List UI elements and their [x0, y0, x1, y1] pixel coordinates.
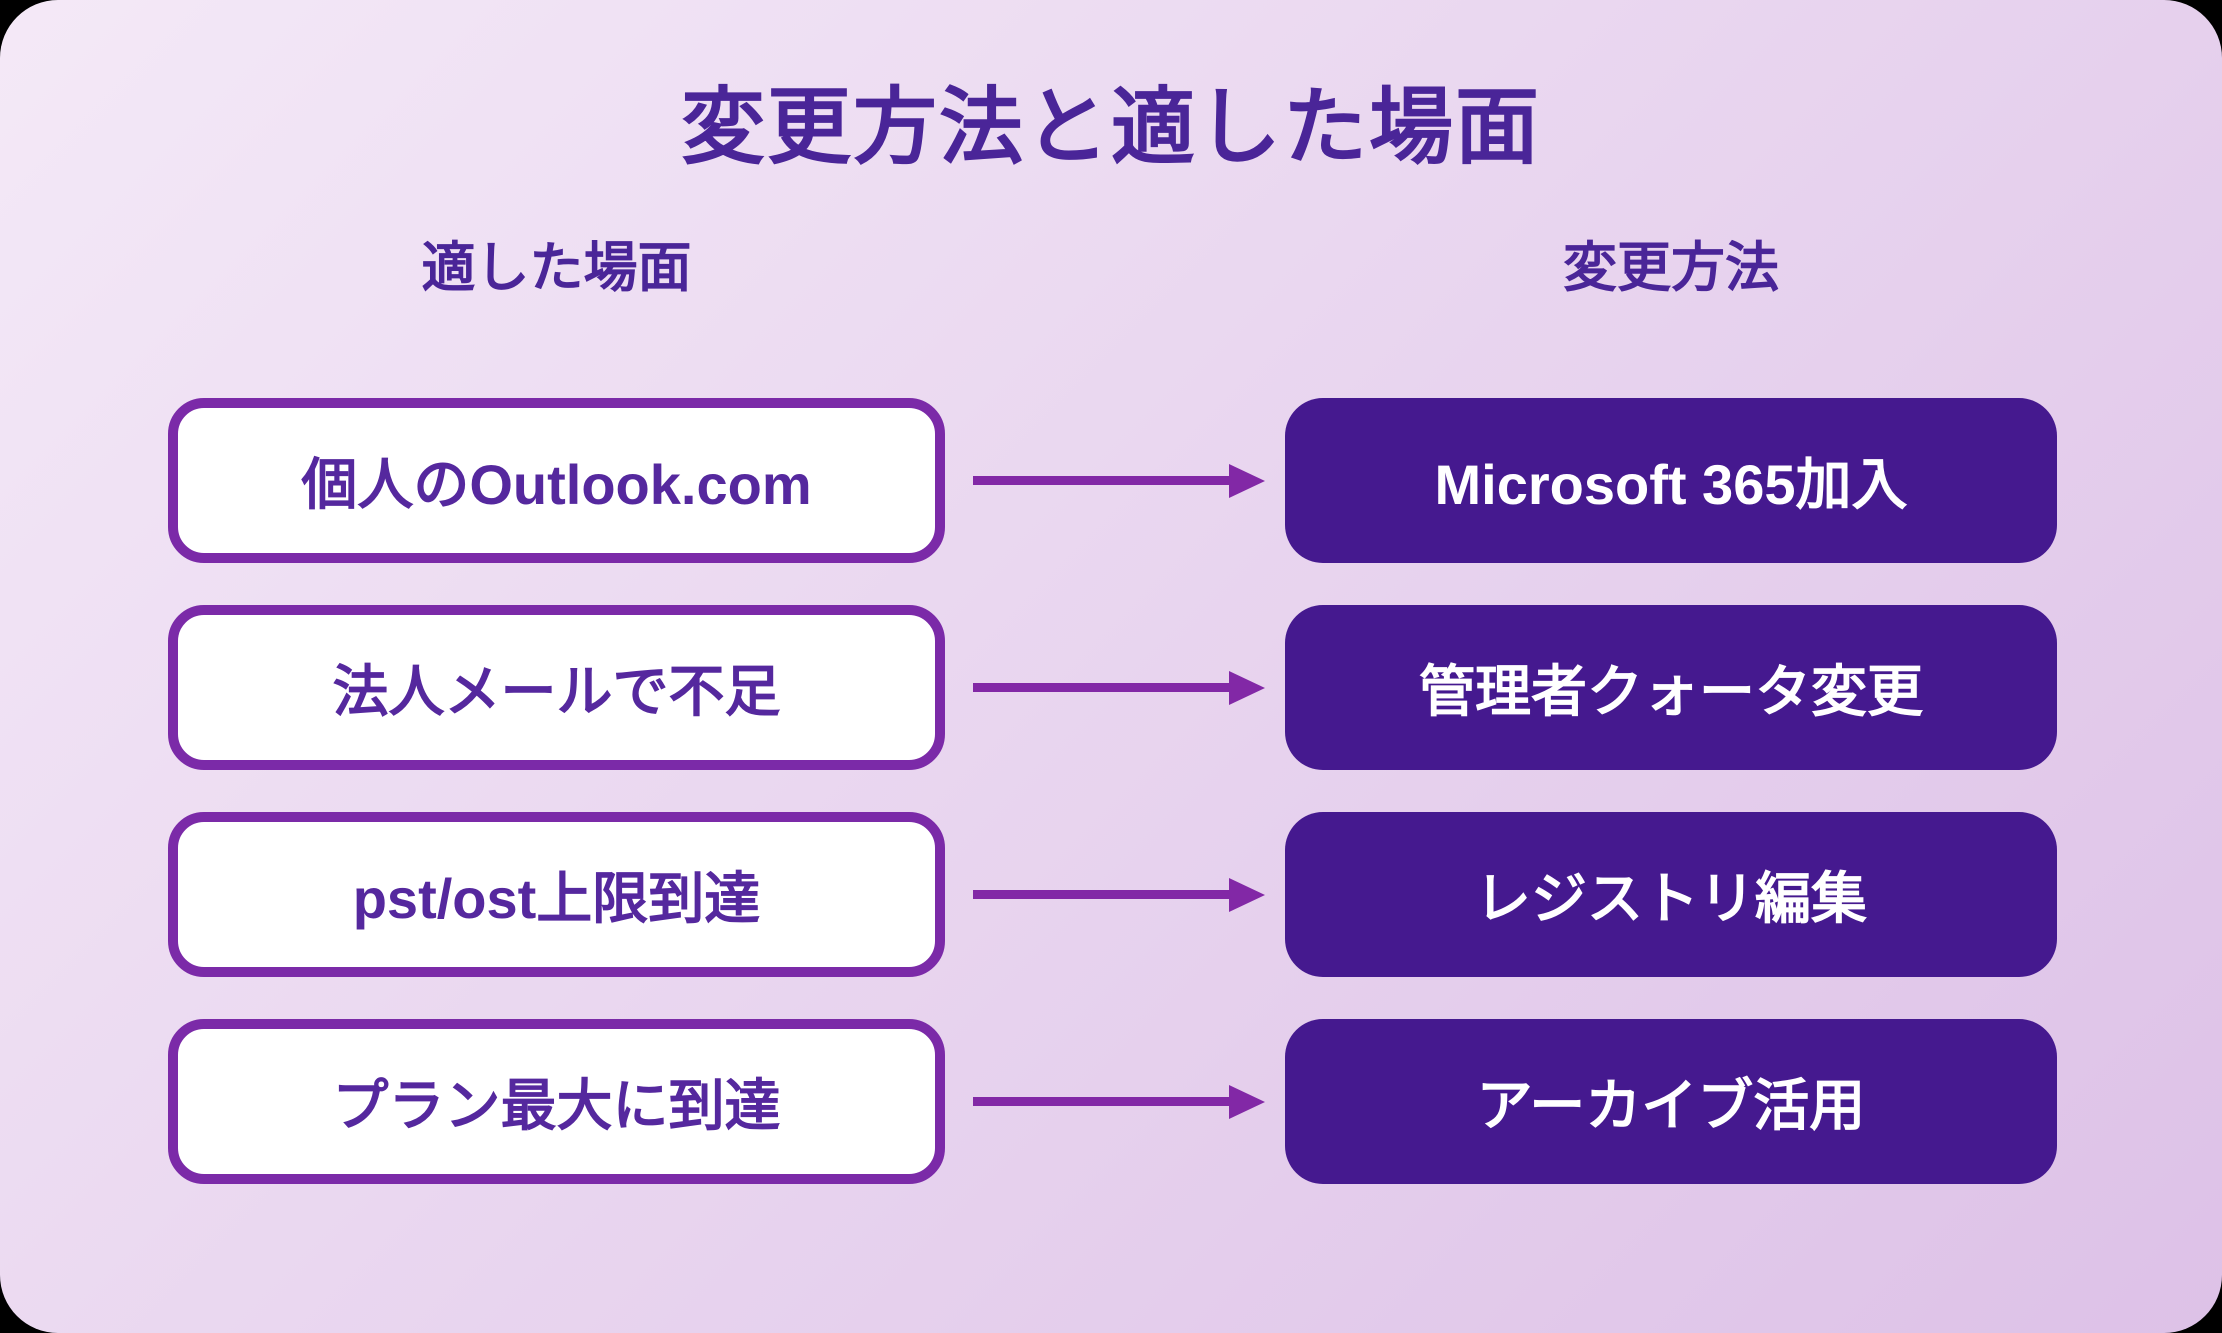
right-column-header: 変更方法 — [1563, 238, 1779, 298]
left-column-header: 適した場面 — [421, 238, 692, 298]
column-headers: 適した場面 変更方法 — [168, 223, 2057, 302]
arrow-head — [1229, 1084, 1265, 1119]
scene-label: pst/ost上限到達 — [352, 867, 761, 930]
right-arrow-icon — [945, 605, 1285, 770]
arrow-head — [1229, 463, 1265, 498]
arrow-head — [1229, 670, 1265, 705]
method-box: 管理者クォータ変更 — [1285, 605, 2057, 770]
arrow-shaft — [973, 1097, 1229, 1106]
method-label: Microsoft 365加入 — [1434, 453, 1908, 516]
scene-label: 個人のOutlook.com — [301, 453, 812, 516]
right-arrow-icon — [945, 1019, 1285, 1184]
scene-label: プラン最大に到達 — [332, 1074, 781, 1137]
arrow-shaft — [973, 476, 1229, 485]
arrow-head — [1229, 877, 1265, 912]
arrow-shaft — [973, 683, 1229, 692]
mapping-row: 法人メールで不足 管理者クォータ変更 — [168, 605, 2057, 770]
scene-box: 法人メールで不足 — [168, 605, 945, 770]
right-arrow-icon — [945, 812, 1285, 977]
mapping-row: pst/ost上限到達 レジストリ編集 — [168, 812, 2057, 977]
mapping-rows: 個人のOutlook.com Microsoft 365加入 法人メールで不足 … — [0, 398, 2222, 1184]
method-label: 管理者クォータ変更 — [1419, 660, 1923, 723]
method-box: レジストリ編集 — [1285, 812, 2057, 977]
right-arrow-icon — [945, 398, 1285, 563]
arrow-shaft — [973, 890, 1229, 899]
method-box: アーカイブ活用 — [1285, 1019, 2057, 1184]
page-title: 変更方法と適した場面 — [680, 80, 1541, 174]
scene-box: pst/ost上限到達 — [168, 812, 945, 977]
method-box: Microsoft 365加入 — [1285, 398, 2057, 563]
method-label: アーカイブ活用 — [1476, 1074, 1866, 1137]
scene-label: 法人メールで不足 — [332, 660, 781, 723]
mapping-row: 個人のOutlook.com Microsoft 365加入 — [168, 398, 2057, 563]
scene-box: プラン最大に到達 — [168, 1019, 945, 1184]
method-label: レジストリ編集 — [1475, 867, 1867, 930]
header-spacer — [945, 223, 1285, 302]
mapping-row: プラン最大に到達 アーカイブ活用 — [168, 1019, 2057, 1184]
scene-box: 個人のOutlook.com — [168, 398, 945, 563]
